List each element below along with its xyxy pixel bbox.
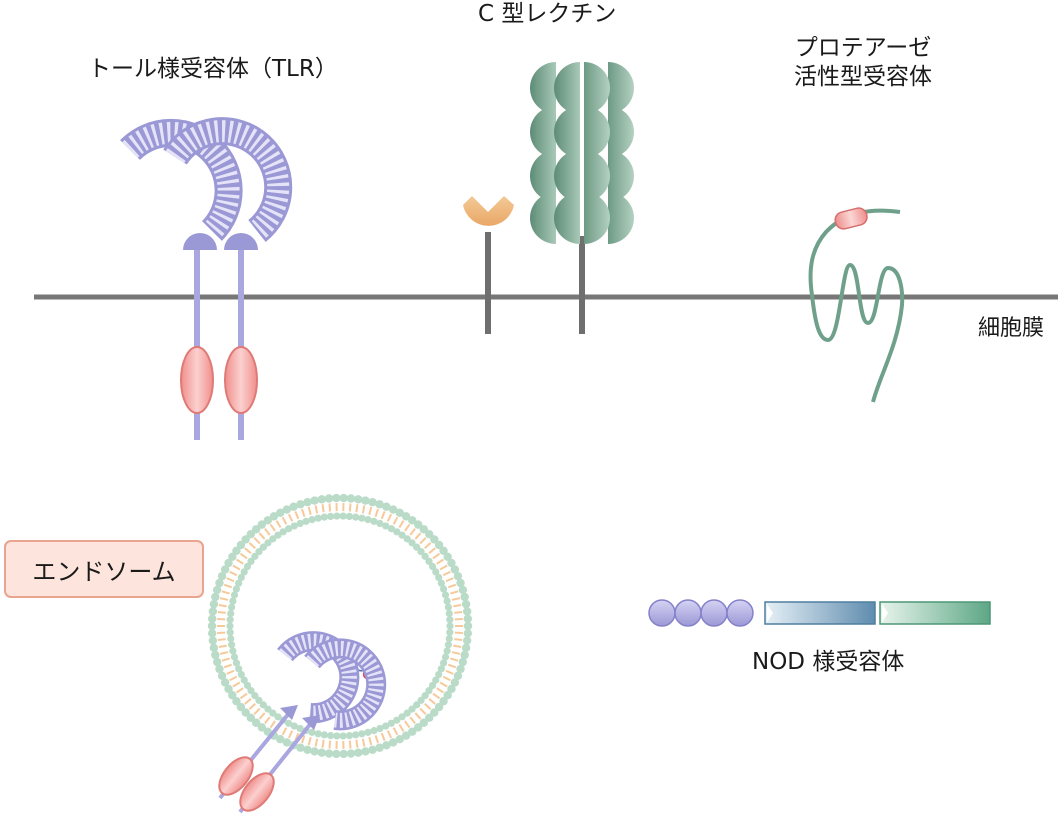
lectin-domain-left-0 bbox=[530, 62, 556, 114]
protease-activated-receptor-icon bbox=[808, 207, 905, 403]
lectin-domain-right-3 bbox=[608, 192, 634, 244]
tlr-receptor-left bbox=[120, 118, 243, 440]
par-label-line2: 活性型受容体 bbox=[794, 63, 932, 90]
lectin-domain-left-2 bbox=[530, 150, 556, 202]
c-type-lectin-large bbox=[530, 62, 634, 334]
par-label-line1: プロテアーゼ bbox=[794, 35, 932, 61]
c-type-lectin-small bbox=[463, 196, 514, 334]
c-type-lectin-label: C 型レクチン bbox=[478, 1, 617, 27]
lectin-domain-right-0 bbox=[608, 62, 634, 114]
endosome-label-box: エンドソーム bbox=[4, 540, 204, 598]
tlr-label: トール様受容体（TLR） bbox=[88, 56, 338, 82]
c-type-lectin-icon bbox=[463, 62, 634, 334]
protease-activated-receptor-label: プロテアーゼ 活性型受容体 bbox=[788, 34, 938, 92]
tlr-dimer-icon bbox=[120, 117, 293, 440]
endosomal-tlr-dimer-icon bbox=[218, 631, 387, 814]
endosome-vesicle-icon bbox=[207, 493, 473, 759]
lectin-domain-left-3 bbox=[530, 192, 556, 244]
tlr-receptor-right bbox=[163, 117, 293, 440]
cell-membrane-label: 細胞膜 bbox=[978, 316, 1045, 341]
nod-receptor-label: NOD 様受容体 bbox=[752, 649, 905, 675]
lectin-domain-right-2 bbox=[608, 150, 634, 202]
lectin-domain-right-1 bbox=[608, 106, 634, 158]
lectin-domain-left-1 bbox=[530, 106, 556, 158]
nod-like-receptor-icon bbox=[648, 599, 991, 627]
endosome-label: エンドソーム bbox=[32, 557, 176, 586]
